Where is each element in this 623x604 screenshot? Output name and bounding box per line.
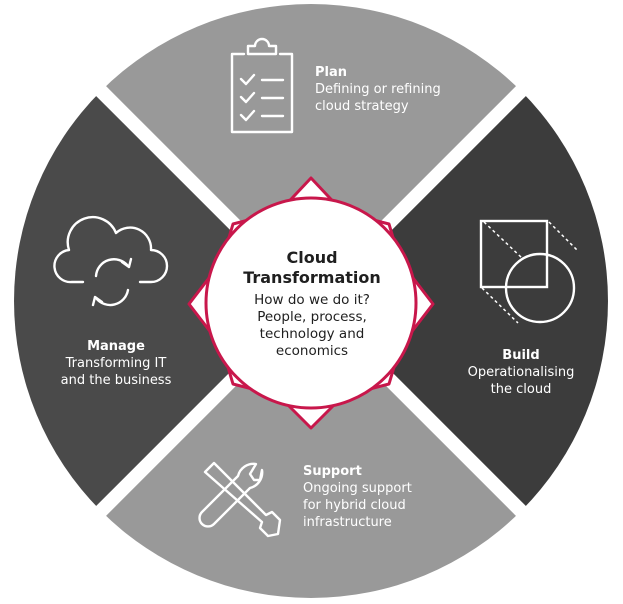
center-subtitle-line4: economics (275, 343, 349, 359)
manage-label: Manage Transforming IT and the business (48, 338, 184, 389)
center-subtitle-line3: technology and (259, 326, 365, 342)
center-label: Cloud Transformation How do we do it? Pe… (206, 248, 418, 360)
manage-desc-line2: and the business (60, 373, 172, 388)
plan-desc-line2: cloud strategy (315, 99, 409, 114)
center-subtitle-line2: People, process, (257, 309, 367, 325)
plan-title: Plan (315, 65, 348, 80)
segment-build (311, 91, 608, 511)
center-title-line2: Transformation (243, 268, 381, 287)
plan-label: Plan Defining or refining cloud strategy (315, 64, 475, 115)
square-circle-overlap-icon (479, 219, 579, 324)
segment-plan (101, 4, 521, 302)
support-desc-line3: infrastructure (303, 515, 392, 530)
center-subtitle-line1: How do we do it? (254, 292, 370, 308)
cloud-refresh-icon (53, 216, 169, 307)
wrench-screwdriver-icon (198, 461, 282, 538)
build-desc-line2: the cloud (490, 382, 552, 397)
segment-manage (14, 91, 312, 511)
plan-desc-line1: Defining or refining (315, 82, 441, 97)
clipboard-checklist-icon (230, 37, 294, 134)
center-badge-circle (204, 196, 418, 410)
manage-desc-line1: Transforming IT (65, 356, 167, 371)
build-desc-line1: Operationalising (467, 365, 575, 380)
support-desc-line1: Ongoing support (303, 481, 412, 496)
center-title-line1: Cloud (286, 248, 338, 267)
build-title: Build (502, 348, 540, 363)
build-label: Build Operationalising the cloud (458, 347, 584, 398)
segment-support (101, 301, 521, 598)
support-desc-line2: for hybrid cloud (303, 498, 406, 513)
support-label: Support Ongoing support for hybrid cloud… (303, 463, 453, 531)
manage-title: Manage (87, 339, 145, 354)
support-title: Support (303, 464, 362, 479)
